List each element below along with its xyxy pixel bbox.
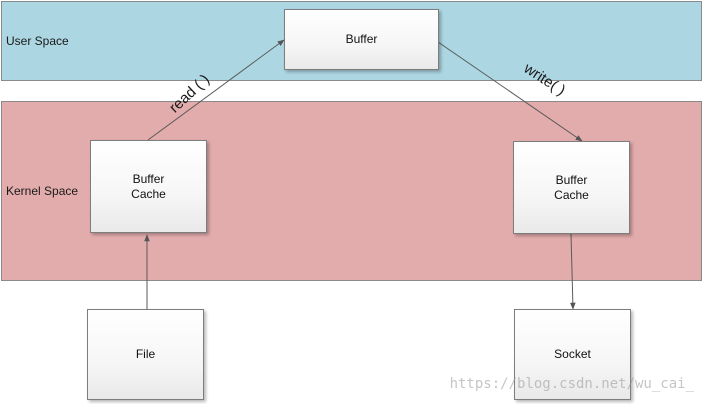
user-buffer-node: Buffer (284, 9, 439, 70)
cache-to-socket-arrow (570, 233, 576, 310)
read-buffer-cache-node: Buffer Cache (90, 140, 207, 233)
write-buffer-cache-label-line1: Buffer (555, 172, 588, 187)
read-buffer-cache-label-line1: Buffer (132, 171, 165, 186)
kernel-space-label: Kernel Space (6, 184, 79, 198)
file-node: File (87, 309, 204, 400)
write-arrow (437, 41, 583, 142)
write-buffer-cache-label-line2: Cache (554, 187, 589, 202)
socket-node: Socket (514, 309, 631, 400)
file-label: File (135, 347, 156, 361)
read-arrow (147, 39, 285, 141)
read-buffer-cache-label-line2: Cache (131, 186, 166, 201)
write-buffer-cache-node: Buffer Cache (513, 141, 630, 234)
socket-label: Socket (554, 347, 591, 361)
watermark-text: https://blog.csdn.net/wu_cai_ (449, 376, 694, 392)
user-space-label: User Space (6, 34, 69, 48)
user-buffer-label: Buffer (345, 32, 378, 46)
